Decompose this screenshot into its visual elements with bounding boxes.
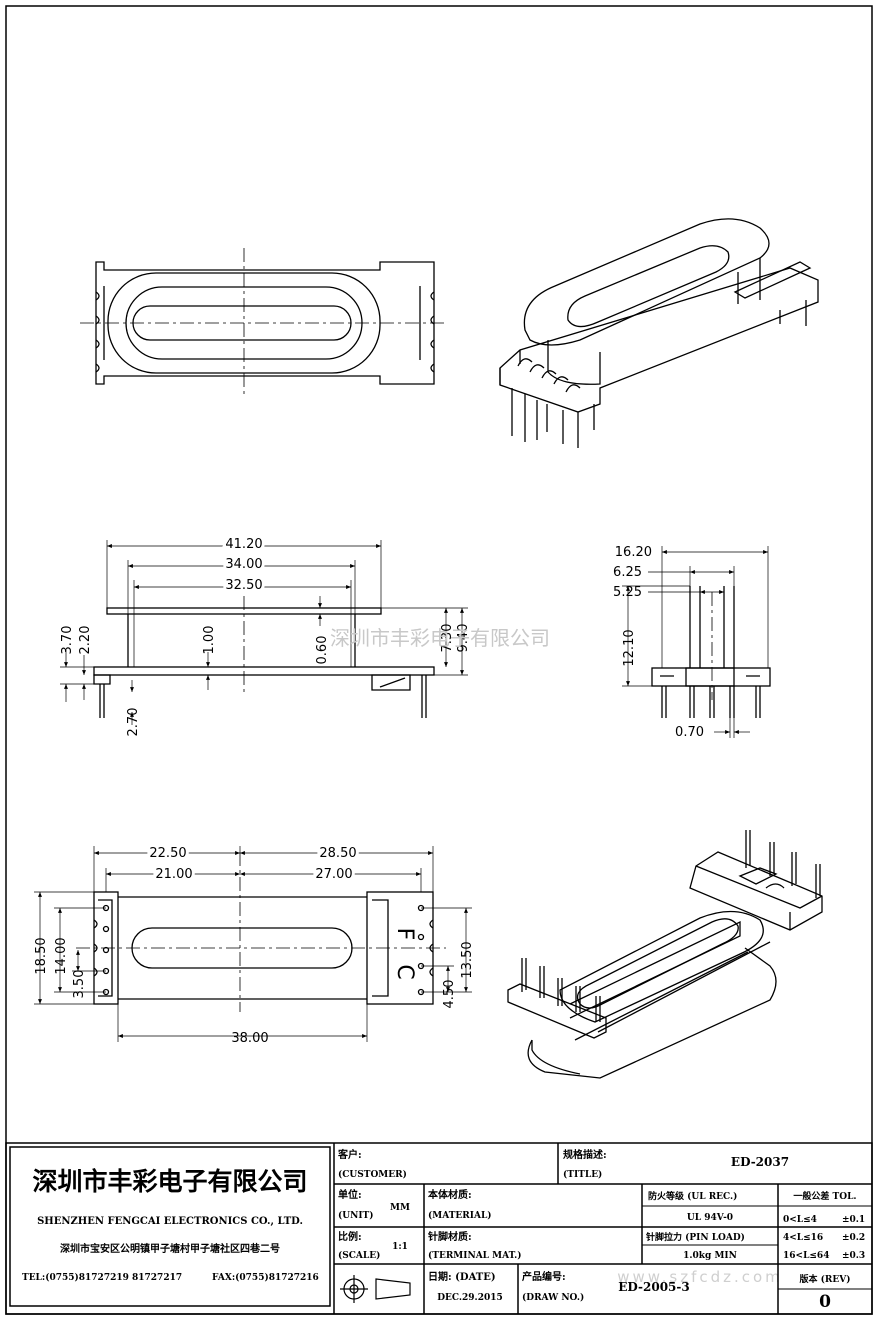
bottom-view-dimensions	[34, 846, 472, 1042]
dim-0-60: 0.60	[315, 636, 330, 665]
top-view	[80, 248, 446, 396]
projection-symbol	[340, 1275, 411, 1303]
marking-c: C	[392, 964, 417, 979]
dim-12-10: 12.10	[622, 629, 637, 666]
dim-22-50: 22.50	[149, 846, 186, 861]
bottom-view	[76, 852, 446, 1012]
company-address: 深圳市宝安区公明镇甲子塘村甲子塘社区四巷二号	[60, 1242, 280, 1255]
side-view-dimensions	[60, 540, 468, 725]
unit-value: MM	[390, 1203, 410, 1213]
customer-label-en: (CUSTOMER)	[338, 1169, 407, 1180]
title-block-frame	[5, 1142, 873, 1315]
marking-f: F	[392, 928, 417, 941]
company-name-cn: 深圳市丰彩电子有限公司	[32, 1167, 307, 1196]
material-label-en: (MATERIAL)	[428, 1210, 492, 1221]
dim-0-70: 0.70	[675, 725, 704, 740]
end-view-dimensions	[622, 546, 769, 738]
tolerance-value-2: ±0.2	[842, 1233, 865, 1243]
dim-13-50: 13.50	[460, 941, 475, 978]
date-value: DEC.29.2015	[437, 1293, 503, 1303]
title-label-cn: 规格描述:	[563, 1148, 607, 1161]
pin-load-value: 1.0kg MIN	[683, 1251, 737, 1261]
fire-rating-label: 防火等级 (UL REC.)	[648, 1190, 737, 1202]
dim-21-00: 21.00	[155, 867, 192, 882]
fire-rating-value: UL 94V-0	[687, 1213, 733, 1223]
tolerance-range-2: 4<L≤16	[783, 1233, 823, 1243]
side-view	[93, 596, 435, 718]
end-view	[651, 586, 771, 718]
dim-38-00: 38.00	[231, 1031, 268, 1046]
isometric-view-top	[499, 218, 819, 448]
watermark-site: www.szfcdz.com	[617, 1268, 783, 1286]
isometric-view-bottom	[507, 830, 823, 1079]
watermark-company: 深圳市丰彩电子有限公司	[330, 626, 550, 650]
draw-no-label-cn: 产品编号:	[522, 1270, 566, 1283]
title-label-en: (TITLE)	[563, 1169, 602, 1180]
company-fax: FAX:(0755)81727216	[212, 1272, 319, 1283]
unit-label-en: (UNIT)	[338, 1210, 374, 1221]
tolerance-value-1: ±0.1	[842, 1215, 865, 1225]
dim-3-70: 3.70	[60, 626, 75, 655]
dim-18-50: 18.50	[34, 937, 49, 974]
tolerance-value-3: ±0.3	[842, 1251, 865, 1261]
draw-no-label-en: (DRAW NO.)	[522, 1292, 584, 1303]
sheet-border	[5, 5, 873, 1315]
dim-14-00: 14.00	[54, 937, 69, 974]
revision-value: 0	[819, 1292, 831, 1312]
dim-41-20: 41.20	[225, 537, 262, 552]
title-value: ED-2037	[731, 1155, 789, 1169]
material-label-cn: 本体材质:	[428, 1188, 472, 1201]
dim-2-20: 2.20	[78, 626, 93, 655]
dim-6-25: 6.25	[613, 565, 642, 580]
dim-3-50: 3.50	[72, 970, 87, 999]
revision-label: 版本 (REV)	[799, 1273, 851, 1285]
dim-4-50: 4.50	[442, 980, 457, 1009]
dim-5-25: 5.25	[613, 585, 642, 600]
dim-32-50: 32.50	[225, 578, 262, 593]
scale-label-en: (SCALE)	[338, 1250, 380, 1261]
scale-value: 1:1	[392, 1242, 408, 1252]
tolerance-title: 一般公差 TOL.	[793, 1190, 856, 1202]
dim-34-00: 34.00	[225, 557, 262, 572]
dim-2-70: 2.70	[126, 708, 141, 737]
dim-27-00: 27.00	[315, 867, 352, 882]
unit-label-cn: 单位:	[338, 1188, 362, 1201]
dim-16-20: 16.20	[615, 545, 652, 560]
company-tel: TEL:(0755)81727219 81727217	[22, 1272, 182, 1283]
pin-load-label: 针脚拉力 (PIN LOAD)	[646, 1231, 745, 1243]
dim-28-50: 28.50	[319, 846, 356, 861]
tolerance-range-3: 16<L≤64	[783, 1251, 829, 1261]
dim-9-40: 9.40	[456, 624, 471, 653]
terminal-label-en: (TERMINAL MAT.)	[428, 1250, 522, 1261]
scale-label-cn: 比例:	[338, 1230, 362, 1243]
customer-label-cn: 客户:	[337, 1148, 362, 1161]
terminal-label-cn: 针脚材质:	[428, 1230, 472, 1243]
company-name-en: SHENZHEN FENGCAI ELECTRONICS CO., LTD.	[37, 1216, 303, 1227]
draw-no-value: ED-2005-3	[618, 1280, 689, 1294]
date-label: 日期: (DATE)	[428, 1270, 496, 1283]
dim-7-30: 7.30	[440, 624, 455, 653]
tolerance-range-1: 0<L≤4	[783, 1215, 817, 1225]
dim-1-00: 1.00	[202, 626, 217, 655]
